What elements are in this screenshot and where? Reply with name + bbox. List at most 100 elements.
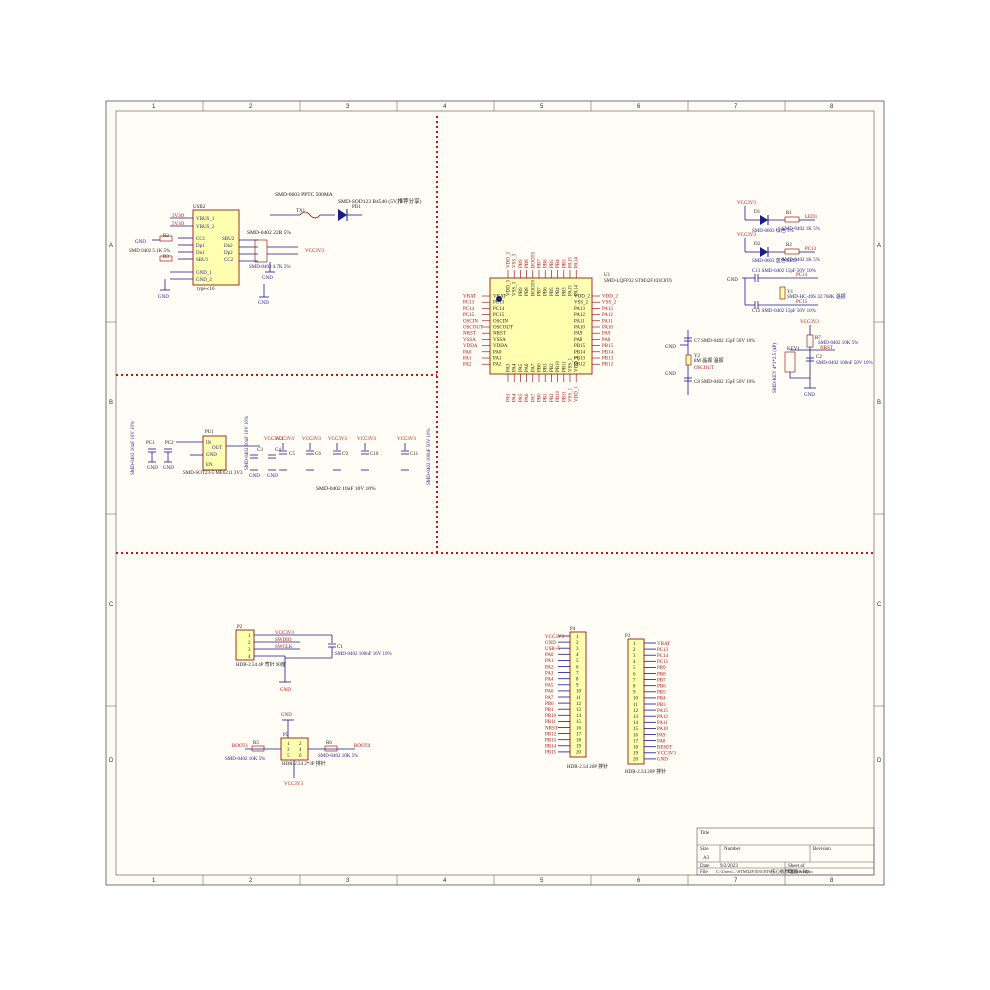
usb-diode-ref: PD1 <box>352 205 361 210</box>
tb-file-lbl: File <box>700 870 709 875</box>
col-label: 4 <box>443 104 447 110</box>
boot-header[interactable] <box>280 737 309 761</box>
hse-gnd: GND <box>665 345 676 350</box>
usb-vcc: VCC3V3 <box>305 249 324 254</box>
tb-sheet-lbl: Sheet of <box>788 864 805 869</box>
p3-pin-number: 9 <box>633 691 636 696</box>
led-label: SMD-0603 蓝色 LED <box>752 257 797 264</box>
col-label: 8 <box>830 878 834 884</box>
boot-pin: 1 <box>287 742 290 747</box>
p4-pin-number: 4 <box>576 653 579 658</box>
swd-part: HDR-2.54 4P 弯针 90度 <box>236 661 286 668</box>
p3-pin-number: 17 <box>633 739 639 744</box>
boot-header-section: GND P5 1 2 3 4 5 6 R5 R6 BOOT1 BOOT0 SMD… <box>225 713 371 787</box>
usb-pin-label: CC1 <box>196 237 206 242</box>
p3-pin-number: 6 <box>633 672 636 677</box>
hse-crystal-section: GND C7 SMD-0402 15pF 50V 10% 8M 晶振 温振 Y2… <box>665 330 755 395</box>
resistor <box>784 216 800 223</box>
decap-vcc: VCC3V3 <box>357 437 376 442</box>
esd-array <box>254 239 268 263</box>
usb-pin-label: Dn1 <box>196 251 205 256</box>
p3-net-label: PA9 <box>657 733 666 738</box>
p3-pin-number: 1 <box>633 642 636 647</box>
mcu-pin-name: VBAT <box>493 295 506 300</box>
mcu-net-label: PA9 <box>602 332 611 337</box>
boot-vcc: VCC3V3 <box>284 782 303 787</box>
usb-res-label: R2 <box>163 234 169 239</box>
p3-pin-number: 3 <box>633 654 636 659</box>
p3-pin-number: 20 <box>633 758 639 763</box>
decap-ref: C9 <box>342 452 348 457</box>
boot-pin: 3 <box>287 748 290 753</box>
resistor <box>251 745 265 752</box>
led-section: VCC3V3 D1 SMD-0603 绿色 5% R1 SMD-0402 1K … <box>737 201 820 264</box>
mcu-net-label: PB15 <box>602 344 614 349</box>
boot-right-net: BOOT0 <box>354 744 371 749</box>
mcu-net-label: PA11 <box>602 319 613 324</box>
boot-pin: 5 <box>287 754 290 759</box>
p4-pin-number: 7 <box>576 671 579 676</box>
mcu-net-label: PA0 <box>463 350 472 355</box>
p3-header[interactable] <box>627 638 645 765</box>
ldo-c-left: PC1 <box>146 441 155 446</box>
p4-pin-number: 8 <box>576 678 579 683</box>
mcu-pin-name: PB0 <box>538 363 543 372</box>
p4-pin-number: 16 <box>576 726 582 731</box>
mcu-part: SMD-LQFP32 STM32F103C8T6 <box>604 279 672 284</box>
row-label: A <box>109 243 113 249</box>
mcu-stm32[interactable] <box>489 277 593 375</box>
lse-crystal-section: C13 SMD-0402 15pF 50V 10% GND PC14 Y1 SM… <box>727 269 846 314</box>
tb-date-lbl: Date <box>700 864 710 869</box>
swd-header[interactable] <box>235 629 255 661</box>
col-label: 5 <box>540 878 544 884</box>
col-label: 6 <box>637 878 641 884</box>
mcu-pin-name: PB11 <box>562 361 567 372</box>
led-label: SMD-0603 绿色 5% <box>752 227 794 234</box>
col-label: 2 <box>249 104 253 110</box>
mcu-net-label: PA14 <box>575 257 580 268</box>
resistor <box>159 235 173 242</box>
p3-net-label: PB8 <box>657 672 666 677</box>
gnd-label: GND <box>147 466 158 471</box>
crystal-y2[interactable] <box>685 354 692 366</box>
mcu-pin-name: OSCOUT <box>493 326 513 331</box>
hse-c2: C8 SMD-0402 15pF 50V 10% <box>694 380 755 385</box>
p4-pin-number: 9 <box>576 684 579 689</box>
p3-net-label: PA10 <box>657 727 668 732</box>
p4-net-label: PA5 <box>545 684 554 689</box>
usb-c-connector[interactable] <box>192 209 240 286</box>
p4-pin-number: 1 <box>576 635 579 640</box>
row-label: B <box>109 400 113 406</box>
led-ref: D1 <box>754 210 761 215</box>
usb-fuse-ref: TX1 <box>296 209 306 214</box>
p4-header[interactable] <box>569 631 587 758</box>
mcu-net-label: VSS_2 <box>602 301 617 306</box>
mcu-pin-name: PB13 <box>574 357 586 362</box>
ldo-regulator[interactable] <box>202 435 227 471</box>
p4-net-label: PB11 <box>545 720 556 725</box>
lse-c1: C13 SMD-0402 15pF 50V 10% <box>752 269 816 274</box>
p3-net-label: VBAT <box>657 642 670 647</box>
mcu-net-label: PB5 <box>550 259 555 268</box>
p3-net-label: RESET <box>657 746 672 751</box>
resistor <box>159 255 173 262</box>
crystal-y1[interactable] <box>779 286 786 300</box>
lse-y-label: SMD-HC-49S 32.768K 温振 <box>787 293 846 300</box>
lse-y: Y1 <box>787 290 794 295</box>
decap-ref: C6 <box>315 452 321 457</box>
tb-number-lbl: Number <box>724 847 741 852</box>
mcu-pin-name: NRST <box>493 332 506 337</box>
mcu-pin-name: PA0 <box>493 350 502 355</box>
swd-cap: C1 <box>337 645 343 650</box>
mcu-pin-name: PB12 <box>574 363 586 368</box>
mcu-net-label: PB0 <box>538 393 543 402</box>
usb-fuse-label: SMD-0603 PPTC 500MA <box>275 192 333 198</box>
p3-pin-number: 14 <box>633 721 639 726</box>
mcu-pin-name: PA1 <box>493 357 502 362</box>
lse-gnd: GND <box>727 278 738 283</box>
p3-part: HDR-2.54 20P 排针 <box>625 768 666 775</box>
tb-title-lbl: Title <box>700 831 710 836</box>
p4-net-label: USB+5 <box>545 647 561 652</box>
mcu-net-label: PB13 <box>602 357 614 362</box>
